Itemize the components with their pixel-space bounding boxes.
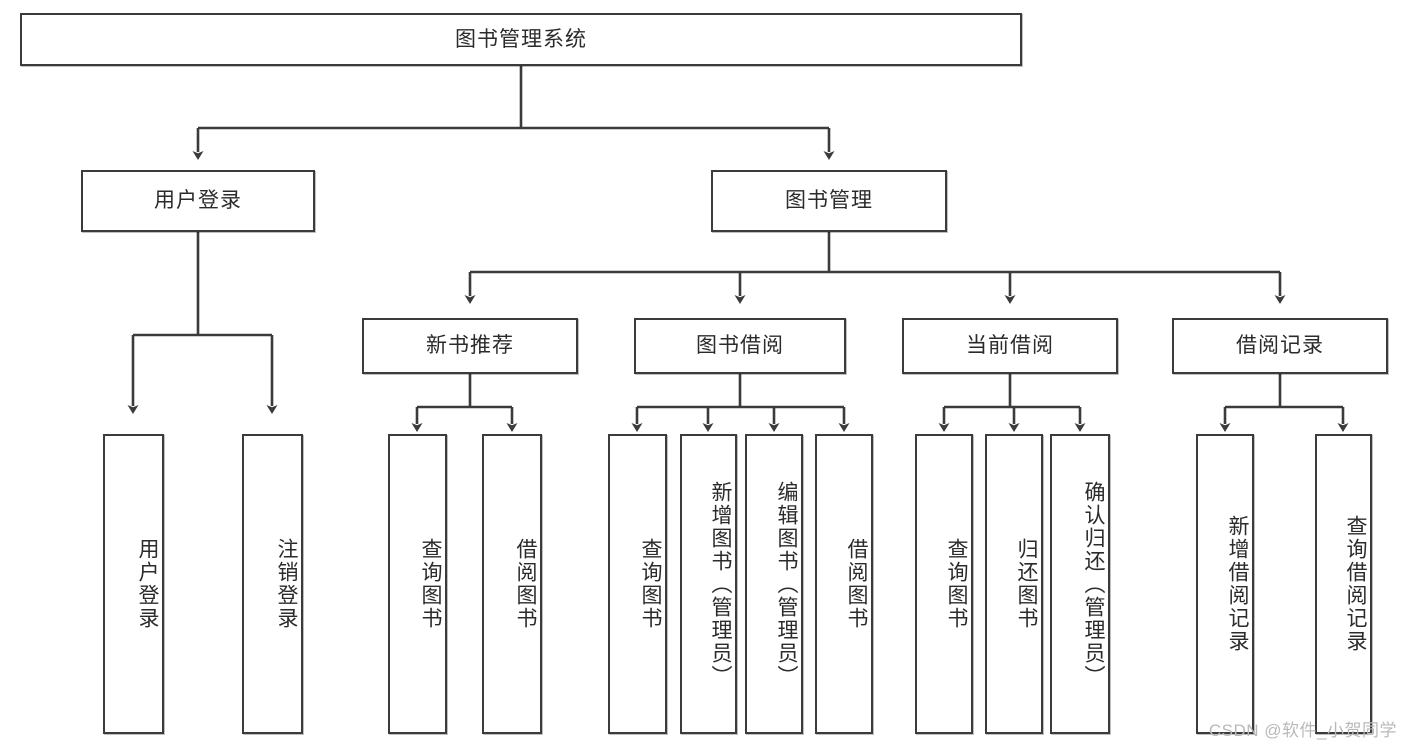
node-label: 确认归还（管理员） (1082, 480, 1105, 688)
node-label: 图书管理系统 (455, 27, 587, 51)
node-book-borrowing[interactable]: 图书借阅 (634, 318, 846, 374)
node-borrow-records[interactable]: 借阅记录 (1172, 318, 1388, 374)
leaf-book-borrow-borrow-book[interactable]: 借阅图书 (815, 434, 873, 734)
node-label: 编辑图书（管理员） (775, 480, 798, 688)
leaf-borrow-record-add-record[interactable]: 新增借阅记录 (1196, 434, 1254, 734)
node-label: 归还图书 (1015, 538, 1038, 630)
node-root-book-management-system[interactable]: 图书管理系统 (20, 13, 1022, 66)
leaf-current-borrow-confirm-return-admin[interactable]: 确认归还（管理员） (1050, 434, 1110, 734)
node-user-login[interactable]: 用户登录 (81, 170, 315, 232)
csdn-watermark: CSDN @软件_小贺同学 (1208, 721, 1397, 740)
node-label: 借阅图书 (845, 538, 868, 630)
node-label: 用户登录 (154, 189, 242, 213)
node-current-borrowing[interactable]: 当前借阅 (902, 318, 1118, 374)
node-label: 新增借阅记录 (1226, 515, 1249, 653)
leaf-current-borrow-query-book[interactable]: 查询图书 (915, 434, 973, 734)
node-label: 图书借阅 (696, 334, 784, 358)
leaf-current-borrow-return-book[interactable]: 归还图书 (985, 434, 1043, 734)
leaf-new-book-borrow-book[interactable]: 借阅图书 (482, 434, 542, 734)
node-label: 新增图书（管理员） (709, 480, 732, 688)
node-label: 借阅图书 (514, 538, 537, 630)
node-label: 图书管理 (785, 189, 873, 213)
leaf-book-borrow-edit-book-admin[interactable]: 编辑图书（管理员） (745, 434, 803, 734)
leaf-new-book-query-book[interactable]: 查询图书 (388, 434, 447, 734)
node-label: 查询图书 (945, 538, 968, 630)
node-book-management[interactable]: 图书管理 (711, 170, 947, 232)
node-label: 借阅记录 (1236, 334, 1324, 358)
node-new-book-recommendation[interactable]: 新书推荐 (362, 318, 578, 374)
node-label: 查询图书 (639, 538, 662, 630)
leaf-user-login-logout[interactable]: 注销登录 (242, 434, 303, 734)
node-label: 查询借阅记录 (1344, 515, 1367, 653)
node-label: 用户登录 (136, 538, 159, 630)
leaf-book-borrow-add-book-admin[interactable]: 新增图书（管理员） (680, 434, 737, 734)
leaf-borrow-record-query-record[interactable]: 查询借阅记录 (1315, 434, 1372, 734)
node-label: 查询图书 (419, 538, 442, 630)
node-label: 新书推荐 (426, 334, 514, 358)
node-label: 当前借阅 (966, 334, 1054, 358)
leaf-book-borrow-query-book[interactable]: 查询图书 (608, 434, 667, 734)
leaf-user-login-login[interactable]: 用户登录 (103, 434, 164, 734)
node-label: 注销登录 (275, 538, 298, 630)
